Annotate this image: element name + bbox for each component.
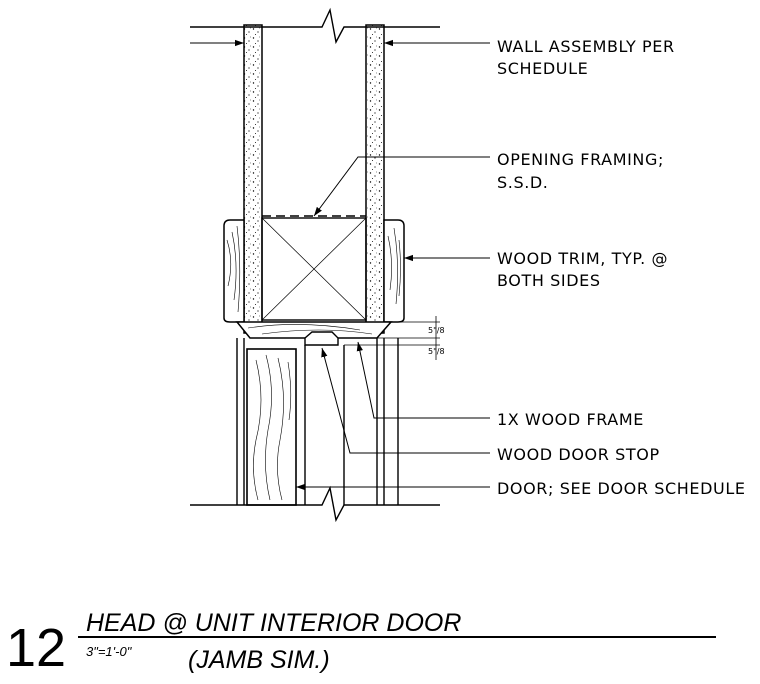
wood-trim-right: [383, 219, 405, 323]
door-and-jamb: [190, 338, 440, 523]
opening-framing: [261, 215, 367, 321]
leader-door-stop: [321, 347, 490, 454]
break-line-bottom: [190, 485, 440, 523]
header-cross-2: [261, 217, 367, 321]
note-wall-assembly-2: SCHEDULE: [497, 59, 588, 78]
note-wood-trim-2: BOTH SIDES: [497, 271, 601, 290]
note-wood-trim-1: WOOD TRIM, TYP. @: [497, 249, 668, 268]
door-stop-profile: [304, 331, 339, 346]
detail-title-block: 12 HEAD @ UNIT INTERIOR DOOR 3"=1'-0" (J…: [6, 609, 716, 678]
note-door: DOOR; SEE DOOR SCHEDULE: [497, 479, 746, 498]
frame-grain: [247, 324, 373, 335]
trim-grain-left: [226, 225, 241, 313]
header-block: [261, 217, 367, 321]
gypsum-board-right: [365, 24, 385, 334]
dimension-upper: 5"/8: [428, 326, 445, 335]
leaders: [296, 39, 490, 491]
dimension-lower: 5"/8: [428, 347, 445, 356]
note-opening-framing-1: OPENING FRAMING;: [497, 150, 664, 169]
leader-wood-frame: [356, 341, 490, 419]
note-wall-assembly-1: WALL ASSEMBLY PER: [497, 37, 675, 56]
door-grain: [253, 354, 292, 501]
break-line-top: [190, 7, 440, 45]
gypsum-board-left: [243, 24, 263, 334]
note-door-stop: WOOD DOOR STOP: [497, 445, 660, 464]
detail-title: HEAD @ UNIT INTERIOR DOOR: [86, 609, 461, 637]
callout-notes: WALL ASSEMBLY PER SCHEDULE OPENING FRAMI…: [497, 37, 746, 498]
wood-trim-left: [223, 219, 245, 323]
wall-assembly: [190, 7, 440, 334]
note-wood-frame: 1X WOOD FRAME: [497, 410, 644, 429]
door-stop: [304, 331, 339, 346]
detail-scale: 3"=1'-0": [86, 644, 133, 659]
trim-grain-right: [387, 227, 401, 305]
wood-trim: [223, 219, 405, 323]
note-opening-framing-2: S.S.D.: [497, 173, 549, 192]
detail-subtitle: (JAMB SIM.): [188, 646, 330, 674]
detail-number: 12: [6, 618, 66, 678]
leader-opening-framing: [313, 156, 490, 217]
door-slab: [246, 348, 297, 506]
